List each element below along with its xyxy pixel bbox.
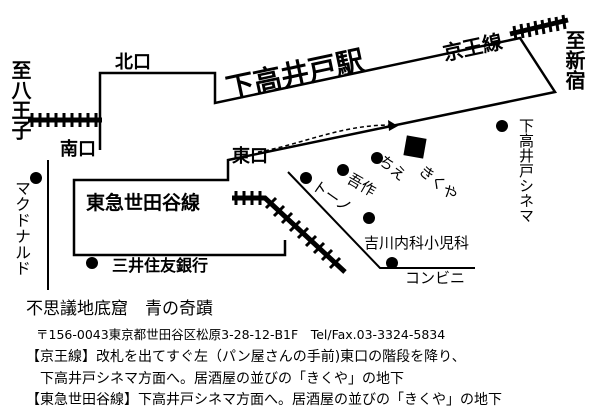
to-hachioji-label: 至八王子 — [8, 60, 32, 140]
mcdonalds-label: マクドナルド — [12, 180, 31, 276]
gosaku-dot — [337, 164, 349, 176]
to-shinjuku-label: 至新宿 — [562, 30, 586, 90]
route-path — [257, 124, 391, 153]
clinic-dot — [363, 212, 375, 224]
south-exit-label: 南口 — [60, 139, 96, 160]
cinema-dot — [496, 120, 508, 132]
east-exit-label: 東口 — [232, 146, 268, 167]
street-block — [287, 171, 475, 269]
keio-route-line-2: 下高井戸シネマ方面へ。居酒屋の並びの「きくや」の地下 — [40, 371, 404, 387]
tokyu-line-label: 東急世田谷線 — [86, 192, 201, 214]
keio-track-east — [509, 14, 569, 41]
route-arrow — [388, 120, 398, 131]
tokyu-route-line: 【東急世田谷線】下高井戸シネマ方面へ。居酒屋の並びの「きくや」の地下 — [26, 392, 502, 408]
convenience-label: コンビニ — [405, 269, 466, 287]
mcdonalds-dot — [30, 172, 42, 184]
clinic-label: 吉川内科小児科 — [364, 234, 470, 252]
keio-track-west — [28, 113, 102, 127]
bank-dot — [86, 257, 98, 269]
convenience-dot — [386, 257, 398, 269]
keio-route-line-1: 【京王線】改札を出てすぐ左（パン屋さんの手前)東口の階段を降り、 — [26, 349, 466, 365]
address-line: 〒156-0043東京都世田谷区松原3-28-12-B1F Tel/Fax.03… — [36, 327, 446, 342]
chie-dot — [371, 152, 383, 164]
tono-dot — [300, 172, 312, 184]
cinema-label: 下高井戸シネマ — [517, 118, 535, 223]
north-exit-label: 北口 — [115, 52, 151, 73]
area-map — [28, 14, 569, 290]
tokyu-track — [232, 191, 347, 274]
venue-title: 不思議地底窟 青の奇蹟 — [26, 299, 213, 319]
kikuya-marker — [403, 135, 427, 159]
bank-label: 三井住友銀行 — [112, 256, 209, 275]
